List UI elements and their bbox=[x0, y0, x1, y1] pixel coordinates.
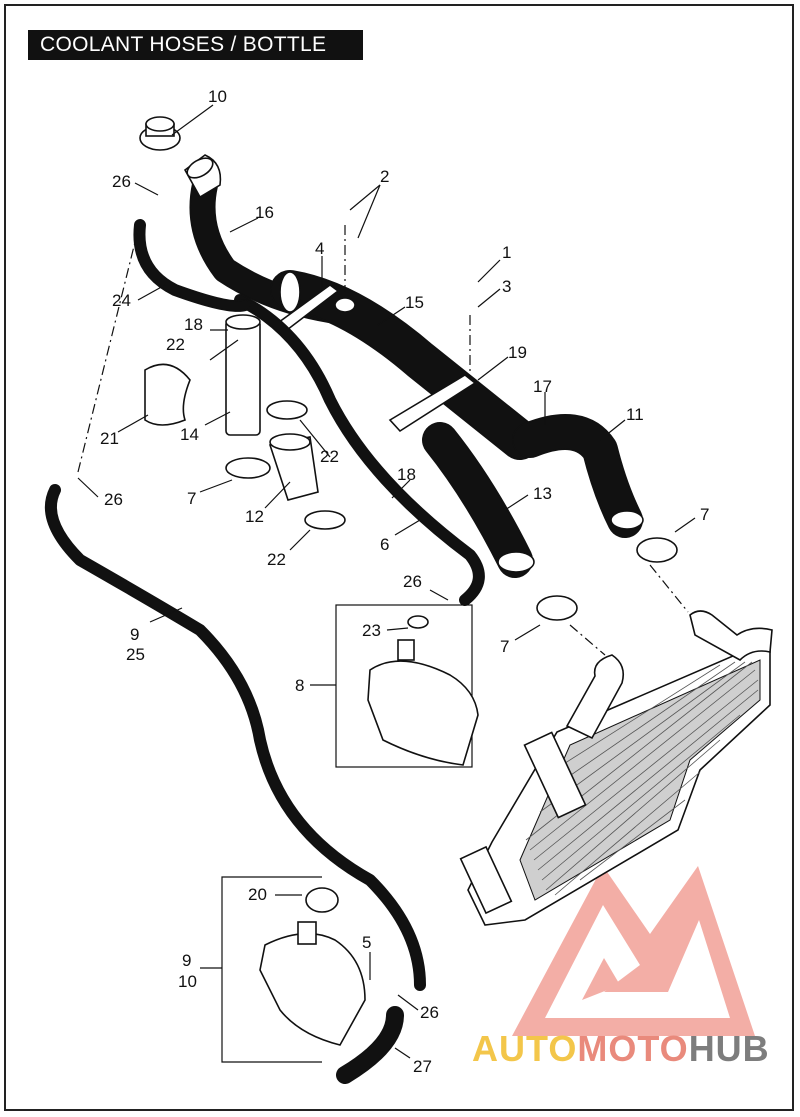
dash-line-7b bbox=[569, 624, 606, 656]
callout-13: 12 bbox=[245, 507, 264, 526]
radiator-cap bbox=[139, 116, 181, 151]
watermark-moto: MOTO bbox=[577, 1028, 689, 1069]
callout-22-mid: 22 bbox=[320, 447, 339, 466]
diagram-title: COOLANT HOSES / BOTTLE bbox=[28, 30, 363, 60]
callout-17: 16 bbox=[255, 203, 274, 222]
radiator bbox=[459, 610, 773, 926]
callout-21: 21 bbox=[100, 429, 119, 448]
callout-9-lower: 9 bbox=[182, 951, 191, 970]
callout-labels: 10 26 2 1 3 4 16 15 19 17 11 18 22 21 14… bbox=[100, 87, 709, 1076]
callout-25: 25 bbox=[126, 645, 145, 664]
callout-7-left: 7 bbox=[187, 489, 196, 508]
callout-3: 3 bbox=[502, 277, 511, 296]
callout-14: 13 bbox=[533, 484, 552, 503]
callout-26-lower: 26 bbox=[420, 1003, 439, 1022]
callout-18-center: 18 bbox=[397, 465, 416, 484]
callout-2: 2 bbox=[380, 167, 389, 186]
hose-15 bbox=[225, 314, 261, 436]
clamps bbox=[225, 400, 678, 621]
hose-12 bbox=[512, 414, 644, 538]
leader-lines bbox=[77, 104, 696, 1059]
callout-23: 23 bbox=[362, 621, 381, 640]
callout-20: 20 bbox=[248, 885, 267, 904]
callout-19: 19 bbox=[508, 343, 527, 362]
callout-26-left: 26 bbox=[104, 490, 123, 509]
callout-4: 4 bbox=[315, 239, 324, 258]
callout-6: 6 bbox=[380, 535, 389, 554]
watermark-hub: HUB bbox=[688, 1028, 770, 1069]
watermark-logo bbox=[512, 866, 755, 1036]
callout-9-upper: 9 bbox=[130, 625, 139, 644]
callout-26: 26 bbox=[112, 172, 131, 191]
hose-6 bbox=[234, 294, 485, 606]
hose-14 bbox=[422, 422, 535, 578]
funnel-21 bbox=[144, 363, 191, 426]
callout-26-center: 26 bbox=[403, 572, 422, 591]
dash-line-7a bbox=[649, 564, 689, 613]
callout-22-bottom: 22 bbox=[267, 550, 286, 569]
callout-15: 14 bbox=[180, 425, 199, 444]
callout-22-top: 22 bbox=[166, 335, 185, 354]
callout-24: 24 bbox=[112, 291, 131, 310]
callout-5: 5 bbox=[362, 933, 371, 952]
hose-24 bbox=[133, 219, 251, 312]
callout-7-right: 7 bbox=[700, 505, 709, 524]
callout-16: 15 bbox=[405, 293, 424, 312]
callout-8: 8 bbox=[295, 676, 304, 695]
watermark-auto: AUTO bbox=[472, 1028, 578, 1069]
callout-1: 1 bbox=[502, 243, 511, 262]
hose-9-25 bbox=[44, 484, 426, 991]
filler-neck bbox=[183, 154, 222, 199]
bottle-8 bbox=[335, 604, 479, 768]
callout-10: 10 bbox=[178, 972, 197, 991]
callout-18-left: 18 bbox=[184, 315, 203, 334]
hose-27 bbox=[336, 1006, 404, 1084]
hose-13 bbox=[268, 433, 319, 501]
diagram-frame bbox=[4, 4, 794, 1111]
strap-19 bbox=[388, 374, 477, 433]
callout-12: 11 bbox=[626, 405, 644, 424]
callout-7-center: 7 bbox=[500, 637, 509, 656]
callout-18-right: 17 bbox=[533, 377, 552, 396]
dash-line-24 bbox=[77, 229, 139, 473]
callout-11: 10 bbox=[208, 87, 227, 106]
watermark-text: AUTOMOTOHUB bbox=[472, 1028, 770, 1070]
bottle-9-10 bbox=[221, 876, 366, 1063]
callout-27: 27 bbox=[413, 1057, 432, 1076]
